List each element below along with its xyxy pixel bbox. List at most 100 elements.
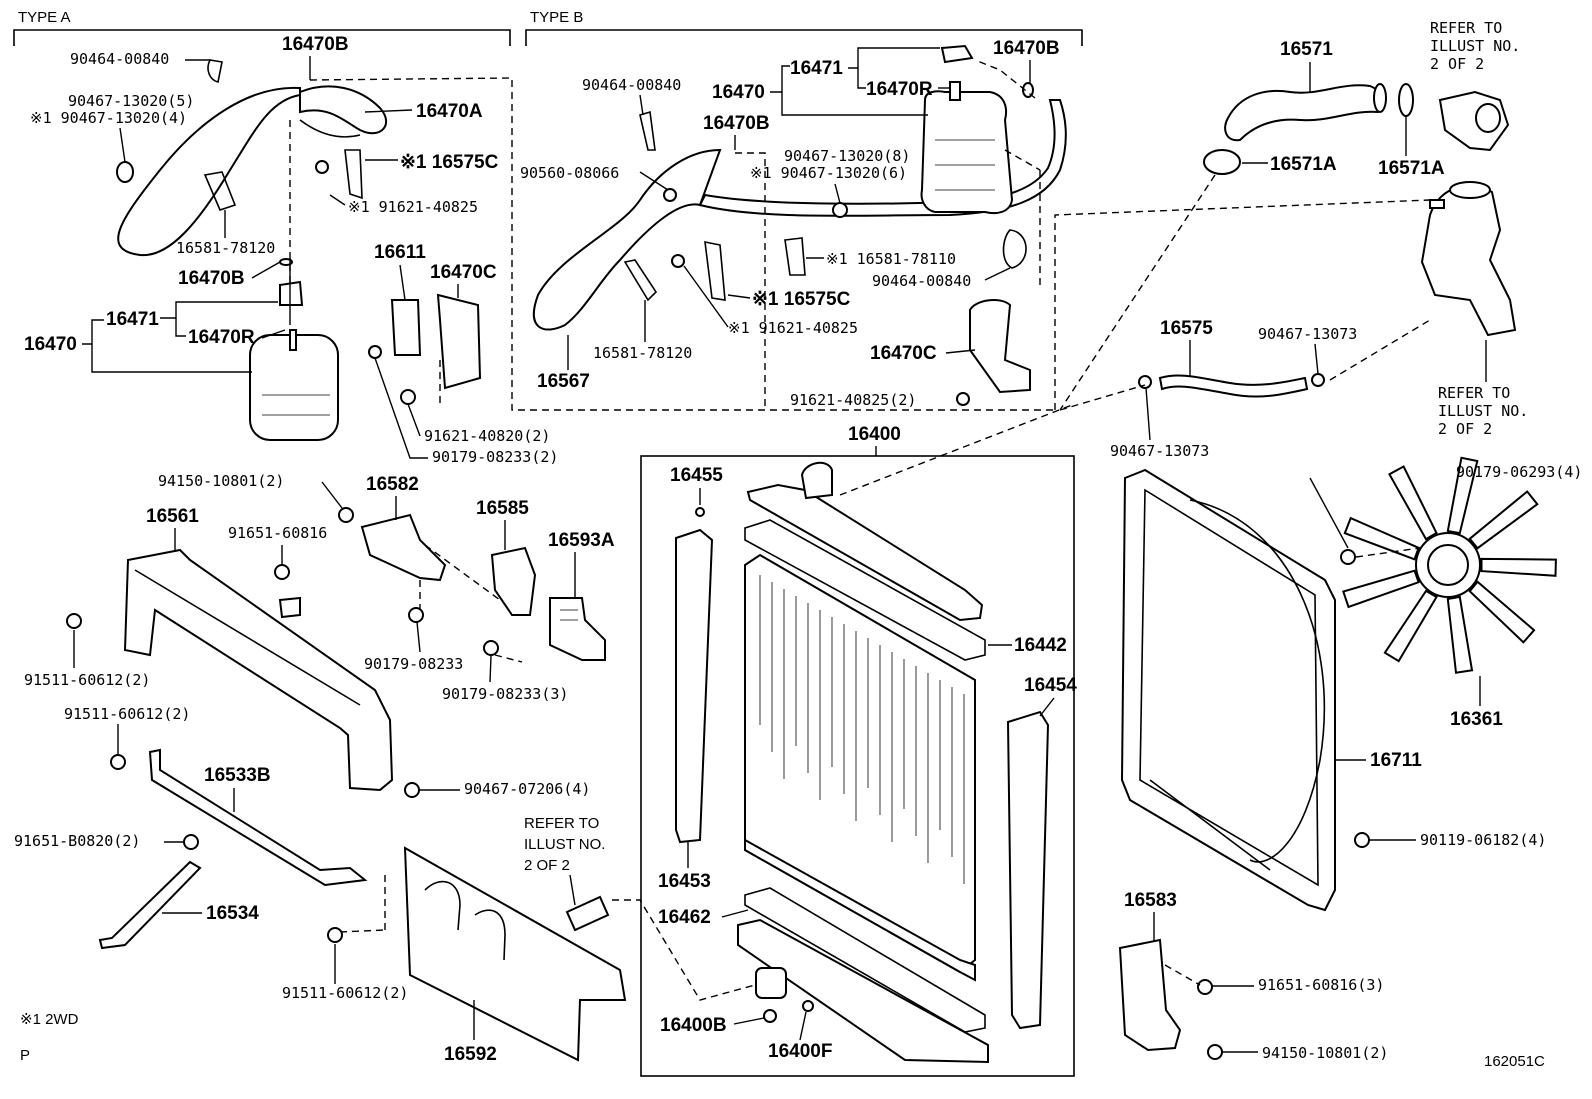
fan-blade [1343,516,1420,561]
label-16592: 16592 [444,1044,497,1065]
label-16361: 16361 [1450,709,1503,730]
label-refer-3-line2: ILLUST NO. [524,836,605,853]
label-91511-60612-c: 91511-60612(2) [282,984,408,1002]
fan-blade [1468,490,1539,550]
label-16583: 16583 [1124,890,1177,911]
label-16611: 16611 [374,242,426,263]
label-16567: 16567 [537,371,590,392]
label-90464-00840-b: 90464-00840 [582,76,681,94]
fan-blade [1446,456,1479,535]
fan-blade [1388,465,1438,541]
label-90467-13073-left: 90467-13073 [1110,442,1209,460]
bolt-90467-07206 [404,782,420,798]
fan-blade [1468,580,1536,644]
fan-blade [1446,595,1474,674]
label-90467-13073-right: 90467-13073 [1258,325,1357,343]
label-16470r-b: 16470R [866,79,933,100]
radiator-core [744,553,976,982]
label-91621-40820: 91621-40820(2) [424,427,550,445]
label-16593a: 16593A [548,530,615,551]
label-16470b-a-low: 16470B [178,268,245,289]
type-b-dashed-leaders [735,59,1431,410]
label-16453: 16453 [658,871,711,892]
label-16471-a: 16471 [106,309,159,330]
type-a-bracket-16575c [315,149,398,206]
label-refer-1-line3: 2 OF 2 [1430,55,1484,73]
label-refer-1-line1: REFER TO [1430,19,1502,37]
figure-id: 162051C [1484,1053,1545,1070]
label-90179-08233-3: 90179-08233(3) [442,685,568,703]
water-outlet [1438,90,1510,152]
label-16470b-b-mid: 16470B [703,113,770,134]
label-90467-13020-4: ※1 90467-13020(4) [30,109,187,127]
radiator-upper-tank [746,461,984,622]
filler-neck-housing [1420,181,1517,337]
label-16571a-left: 16571A [1270,154,1337,175]
label-16533b: 16533B [204,765,271,786]
fan-shroud-16711 [1120,468,1336,912]
label-16575c-b: ※1 16575C [752,289,851,310]
label-16585: 16585 [476,498,529,519]
label-16470b-b-top: 16470B [993,38,1060,59]
label-90467-13020-6: ※1 90467-13020(6) [750,164,907,182]
label-91651-b0820: 91651-B0820(2) [14,832,140,850]
label-refer-2: REFER TO ILLUST NO. 2 OF 2 [1438,384,1537,438]
label-16400b: 16400B [660,1015,727,1036]
type-a-bracket: TYPE A [13,9,511,46]
type-b-bracket: TYPE B [525,9,1083,46]
label-16582: 16582 [366,474,419,495]
label-16470c-b: 16470C [870,343,937,364]
label-90179-06293: 90179-06293(4) [1456,463,1582,481]
label-94150-10801-a: 94150-10801(2) [158,472,284,490]
radiator-gasket-lower [744,887,986,1033]
label-refer-2-line3: 2 OF 2 [1438,420,1492,438]
label-16534: 16534 [206,903,259,924]
label-16470-a: 16470 [24,334,77,355]
fan-blade [1342,569,1420,609]
label-90179-08233: 90179-08233 [364,655,463,673]
lower-left-dashed [339,544,756,1001]
type-a-reservoir [249,258,339,441]
type-a-label: TYPE A [18,9,71,26]
support-16534 [98,834,202,950]
label-refer-1: REFER TO ILLUST NO. 2 OF 2 [1430,19,1529,73]
radiator-core-fins [759,575,965,884]
label-16470c-a: 16470C [430,262,497,283]
label-16581-78120-b: 16581-78120 [593,344,692,362]
label-16561: 16561 [146,506,199,527]
hose-clamps-16571a [1203,83,1414,175]
upper-radiator-hose-16571 [1224,83,1387,142]
label-90464-00840-a: 90464-00840 [70,50,169,68]
label-91511-60612-a: 91511-60612(2) [24,671,150,689]
label-16400f: 16400F [768,1041,832,1062]
label-90119-06182: 90119-06182(4) [1420,831,1546,849]
label-90464-00840-b2: 90464-00840 [872,272,971,290]
label-16470r-a: 16470R [188,327,255,348]
label-16454: 16454 [1024,675,1077,696]
label-90179-08233-2a: 90179-08233(2) [432,448,558,466]
corner-letter: P [20,1047,30,1064]
label-16470a: 16470A [416,101,483,122]
label-16462: 16462 [658,907,711,928]
radiator-support-16561 [123,548,394,792]
type-a-bracket-16611 [368,293,482,405]
label-refer-2-line2: ILLUST NO. [1438,402,1528,420]
label-91511-60612-b: 91511-60612(2) [64,705,190,723]
radiator-assembly-frame [640,446,1075,1077]
label-16711: 16711 [1370,750,1422,771]
type-a-hose [117,85,387,257]
support-16533b [110,748,368,887]
label-16581-78110: ※1 16581-78110 [826,250,956,268]
label-90560-08066: 90560-08066 [520,164,619,182]
type-b-reservoir [920,44,1034,215]
label-16571: 16571 [1280,39,1333,60]
label-refer-3: REFER TO ILLUST NO. 2 OF 2 [524,815,610,874]
radiator-lower-tank [737,918,989,1064]
fan-16361 [1340,456,1557,674]
label-91621-40825-2b: 91621-40825(2) [790,391,916,409]
label-16455: 16455 [670,465,723,486]
label-90467-13020-5: 90467-13020(5) [68,92,194,110]
plate-16593a [549,597,606,661]
type-b-clips [623,110,1027,302]
